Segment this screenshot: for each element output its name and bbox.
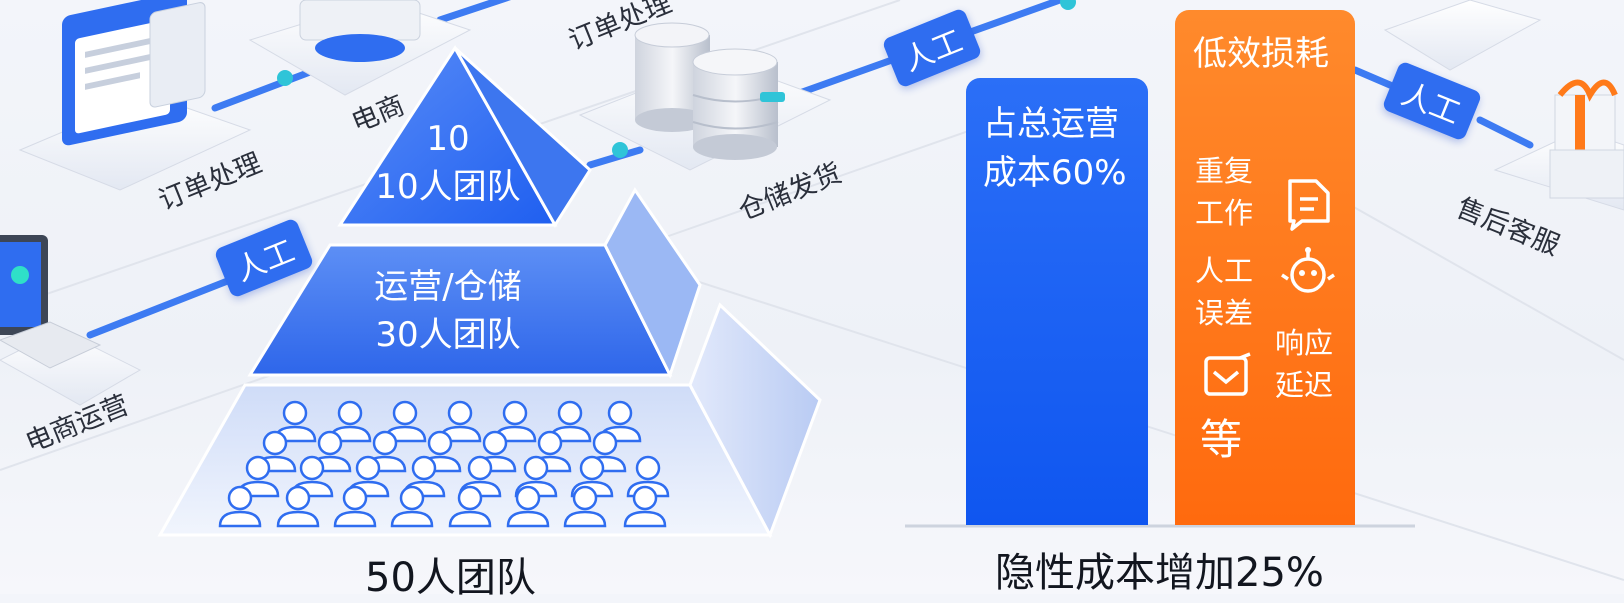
bar-operating-cost (966, 78, 1148, 525)
person-icon (218, 485, 262, 528)
person-icon (276, 485, 320, 528)
item-error-line2: 误差 (1195, 296, 1254, 331)
robot-icon (1281, 247, 1335, 293)
item-delay-line2: 延迟 (1275, 368, 1334, 403)
envelope-icon (1204, 352, 1251, 396)
item-repeat-line2: 工作 (1195, 196, 1254, 231)
monitor-icon (248, 0, 472, 96)
item-repeat-work: 重复 工作 (1195, 150, 1253, 234)
connector-dot (612, 142, 628, 158)
bar-blue-label-line1: 占总运营 (983, 104, 1119, 144)
connector-dot (1060, 0, 1076, 10)
bar-blue-label-line2: 成本60% (983, 153, 1127, 194)
gift-box-icon (1383, 0, 1624, 211)
item-etc: 等 (1200, 415, 1243, 464)
pyramid-top-line1: 10 (426, 119, 470, 159)
pyramid-mid-text: 运营/仓储 30人团队 (298, 263, 598, 360)
person-icon (448, 485, 492, 528)
person-icon (623, 485, 667, 528)
bar-blue-label: 占总运营 成本60% (983, 100, 1127, 199)
pyramid-mid-line1: 运营/仓储 (374, 267, 522, 307)
person-icon (563, 485, 607, 528)
database-icon (578, 22, 832, 171)
item-delay-line1: 响应 (1275, 326, 1334, 360)
item-repeat-line1: 重复 (1195, 154, 1254, 188)
person-icon (506, 485, 550, 528)
team-people-icons (218, 400, 670, 528)
bar-inefficiency-loss (1175, 10, 1355, 525)
flow-connectors (86, 0, 1534, 339)
item-response-delay: 响应 延迟 (1275, 322, 1333, 406)
pyramid-bottom-caption: 50人团队 (365, 555, 536, 601)
person-icon (273, 400, 317, 443)
person-icon (333, 485, 377, 528)
chart-caption: 隐性成本增加25% (995, 550, 1324, 596)
pyramid-top-line2: 10人团队 (375, 167, 521, 208)
item-manual-error: 人工 误差 (1195, 250, 1253, 334)
person-icon (363, 430, 407, 473)
person-icon (390, 485, 434, 528)
pyramid-mid-line2: 30人团队 (375, 315, 521, 356)
bar-orange-title: 低效损耗 (1193, 34, 1329, 74)
connector-dot (277, 70, 293, 86)
document-icon (1288, 179, 1330, 231)
browser-window-icon (18, 0, 252, 191)
item-error-line1: 人工 (1195, 254, 1254, 288)
pyramid-top-text: 10 10人团队 (298, 115, 598, 212)
laptop-icon (0, 235, 142, 406)
